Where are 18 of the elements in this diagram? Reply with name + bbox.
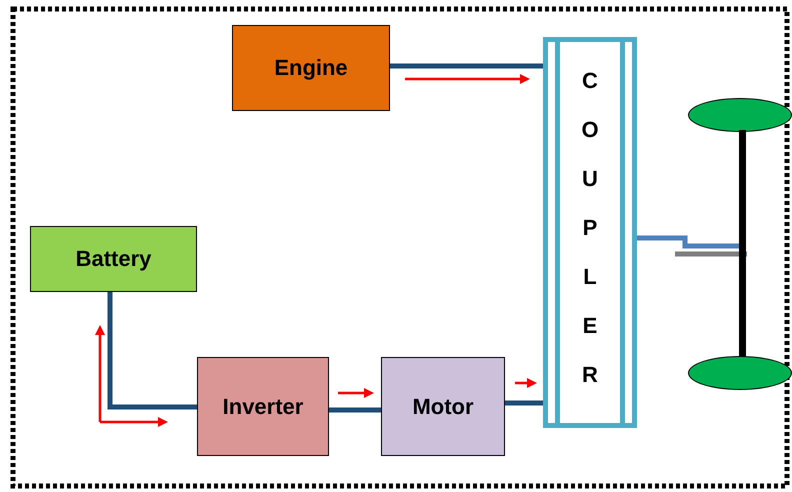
node-label: Battery bbox=[76, 246, 152, 272]
connector-line bbox=[108, 292, 197, 410]
connector-line bbox=[637, 236, 739, 248]
battery-box bbox=[30, 226, 197, 292]
coupler-box bbox=[543, 37, 637, 428]
motor-box bbox=[381, 357, 505, 456]
engine-box bbox=[232, 25, 390, 111]
wheel bbox=[688, 356, 792, 390]
connector-line bbox=[505, 400, 543, 406]
connector-line bbox=[390, 64, 543, 68]
axle bbox=[739, 130, 746, 357]
inverter-box bbox=[197, 357, 329, 456]
node-label: Motor bbox=[412, 394, 474, 420]
connector-line bbox=[329, 408, 381, 412]
vertical-label: COUPLER bbox=[580, 67, 600, 389]
node-label: Inverter bbox=[222, 394, 304, 420]
wheel bbox=[688, 98, 792, 132]
node-label: Engine bbox=[274, 55, 348, 81]
